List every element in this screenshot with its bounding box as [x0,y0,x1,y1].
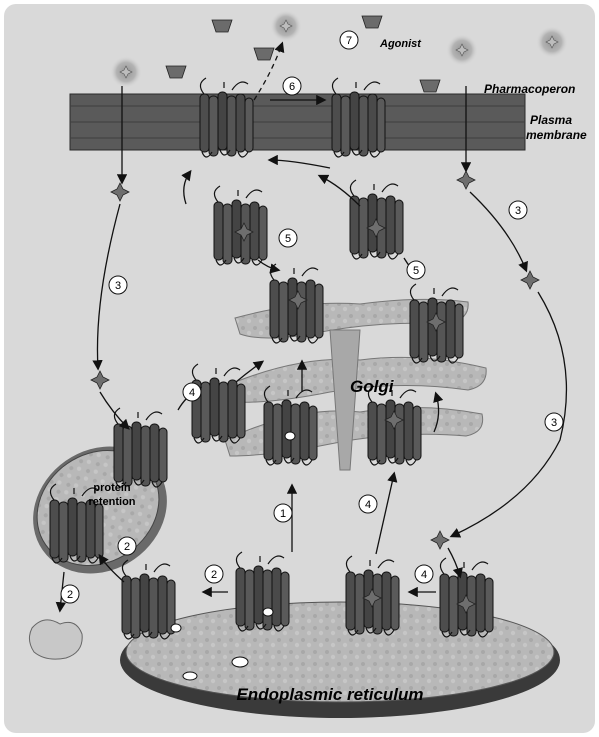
degraded-aggregate [29,620,82,659]
svg-text:5: 5 [413,265,419,277]
misfold-marker [171,624,181,632]
step-marker: 5 [407,261,425,279]
svg-text:5: 5 [285,233,291,245]
protein-retention-label-line2: retention [88,496,135,508]
step-marker: 1 [274,504,292,522]
svg-text:2: 2 [124,541,130,553]
step-marker: 4 [183,383,201,401]
svg-text:3: 3 [115,280,121,292]
step-marker: 7 [340,31,358,49]
step-marker: 4 [415,565,433,583]
step-marker: 3 [545,413,563,431]
svg-text:7: 7 [346,35,352,47]
plasma-membrane-label-line2: membrane [526,128,587,142]
step-marker: 6 [283,77,301,95]
svg-text:6: 6 [289,81,295,93]
svg-text:4: 4 [189,387,195,399]
step-marker: 2 [61,585,79,603]
svg-text:3: 3 [551,417,557,429]
svg-text:1: 1 [280,508,286,520]
svg-text:4: 4 [365,499,371,511]
step-marker: 2 [118,537,136,555]
plasma-membrane [70,94,525,150]
plasma-membrane-label-line1: Plasma [530,113,572,127]
step-marker: 3 [109,276,127,294]
step-marker: 2 [205,565,223,583]
svg-text:2: 2 [211,569,217,581]
agonist-label: Agonist [379,38,422,50]
protein-retention-label-line1: protein [93,482,131,494]
golgi-label: Golgi [350,377,395,396]
er-label: Endoplasmic reticulum [236,685,423,704]
step-marker: 4 [359,495,377,513]
misfold-marker [263,608,273,616]
svg-text:4: 4 [421,569,427,581]
step-marker: 5 [279,229,297,247]
step-marker: 3 [509,201,527,219]
pharmacoperon-label: Pharmacoperon [484,82,575,96]
svg-text:3: 3 [515,205,521,217]
misfold-marker [285,432,295,440]
svg-text:2: 2 [67,589,73,601]
